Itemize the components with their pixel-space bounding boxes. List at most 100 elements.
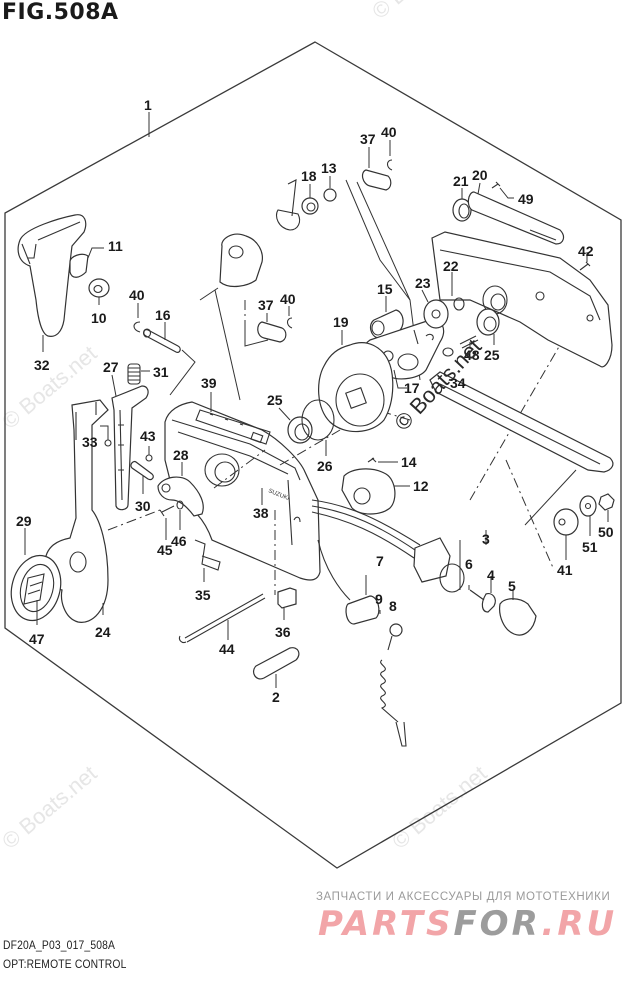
part-screw-45[interactable] — [159, 505, 175, 517]
part-callout-37[interactable]: 37 — [258, 297, 274, 313]
part-link-37[interactable] — [361, 169, 392, 191]
part-callout-30[interactable]: 30 — [135, 498, 151, 514]
part-callout-25[interactable]: 25 — [484, 347, 500, 363]
part-callout-1[interactable]: 1 — [144, 97, 152, 113]
part-callout-11[interactable]: 11 — [108, 238, 123, 254]
part-emblem-47[interactable] — [23, 573, 45, 605]
part-callout-31[interactable]: 31 — [153, 364, 169, 380]
part-washer-13[interactable] — [323, 188, 337, 202]
part-clip-40[interactable] — [286, 317, 293, 329]
part-callout-36[interactable]: 36 — [275, 624, 291, 640]
part-handle-32[interactable] — [17, 214, 87, 337]
part-callout-29[interactable]: 29 — [16, 513, 32, 529]
part-callout-32[interactable]: 32 — [34, 357, 50, 373]
part-callout-20[interactable]: 20 — [472, 167, 488, 183]
part-panel-cover-39[interactable] — [195, 409, 271, 445]
part-callout-49[interactable]: 49 — [518, 191, 534, 207]
part-switch-arm-18[interactable] — [275, 179, 319, 231]
part-callout-50[interactable]: 50 — [598, 524, 614, 540]
part-screw-42[interactable] — [579, 261, 591, 271]
part-ring-26[interactable] — [301, 399, 335, 441]
part-screw-43[interactable] — [145, 454, 153, 462]
part-callout-42[interactable]: 42 — [578, 243, 594, 259]
part-callout-38[interactable]: 38 — [253, 505, 269, 521]
part-screw-14[interactable] — [367, 457, 377, 463]
part-screw-33[interactable] — [104, 439, 112, 447]
part-cam-28[interactable] — [157, 476, 204, 517]
part-pin-16[interactable] — [142, 328, 181, 353]
part-callout-27[interactable]: 27 — [103, 359, 119, 375]
part-screw-49[interactable] — [491, 181, 501, 189]
part-callout-26[interactable]: 26 — [317, 458, 333, 474]
part-callout-22[interactable]: 22 — [443, 258, 459, 274]
part-cap-11[interactable] — [69, 253, 89, 278]
part-callout-6[interactable]: 6 — [465, 556, 473, 572]
part-callout-15[interactable]: 15 — [377, 281, 393, 297]
part-washer-10[interactable] — [88, 278, 110, 298]
part-buzzer-12[interactable] — [341, 468, 396, 515]
part-callout-28[interactable]: 28 — [173, 447, 189, 463]
part-side-plate[interactable] — [431, 231, 613, 368]
part-clip-40[interactable] — [133, 321, 141, 333]
part-grommet-41[interactable] — [553, 508, 579, 536]
part-callout-25[interactable]: 25 — [267, 392, 283, 408]
part-callout-4[interactable]: 4 — [487, 567, 495, 583]
part-callout-41[interactable]: 41 — [557, 562, 573, 578]
part-stop-switch-9[interactable] — [345, 595, 380, 625]
part-main-lever-24[interactable] — [44, 399, 109, 623]
part-link-37[interactable] — [257, 321, 287, 343]
part-callout-9[interactable]: 9 — [375, 591, 383, 607]
part-washer-46[interactable] — [176, 500, 184, 510]
part-clip-36[interactable] — [277, 587, 297, 609]
part-callout-40[interactable]: 40 — [280, 291, 296, 307]
part-callout-51[interactable]: 51 — [582, 539, 598, 555]
part-seal-22[interactable] — [453, 297, 465, 311]
part-bolt-44[interactable] — [178, 593, 266, 644]
part-callout-21[interactable]: 21 — [453, 173, 469, 189]
part-side-rail[interactable] — [429, 371, 614, 473]
part-callout-43[interactable]: 43 — [140, 428, 156, 444]
part-callout-2[interactable]: 2 — [272, 689, 280, 705]
part-clip-40[interactable] — [386, 159, 393, 171]
part-callout-45[interactable]: 45 — [157, 542, 173, 558]
part-callout-23[interactable]: 23 — [415, 275, 431, 291]
part-callout-34[interactable]: 34 — [450, 375, 466, 391]
part-gear-23[interactable] — [423, 299, 449, 329]
part-ring-25[interactable] — [476, 308, 500, 336]
part-callout-3[interactable]: 3 — [482, 531, 490, 547]
part-ignition-switch-6[interactable] — [413, 537, 465, 593]
part-nut-50[interactable] — [598, 493, 615, 511]
part-callout-46[interactable]: 46 — [171, 533, 187, 549]
part-lanyard-8[interactable] — [380, 623, 407, 747]
part-washer-34[interactable] — [442, 347, 454, 357]
part-callout-17[interactable]: 17 — [404, 380, 420, 396]
part-callout-5[interactable]: 5 — [508, 578, 516, 594]
part-callout-12[interactable]: 12 — [413, 478, 429, 494]
part-callout-37[interactable]: 37 — [360, 131, 376, 147]
part-cap-5[interactable] — [499, 598, 537, 636]
part-callout-35[interactable]: 35 — [195, 587, 211, 603]
part-gear-plate-19[interactable] — [318, 342, 394, 433]
part-housing-38[interactable] — [164, 401, 321, 581]
part-lever-plate-27[interactable] — [111, 385, 149, 511]
part-callout-48[interactable]: 48 — [464, 347, 480, 363]
part-bracket-lower[interactable] — [219, 233, 263, 288]
part-callout-24[interactable]: 24 — [95, 624, 111, 640]
part-callout-47[interactable]: 47 — [29, 631, 45, 647]
part-callout-10[interactable]: 10 — [91, 310, 107, 326]
part-link-30[interactable] — [130, 460, 154, 481]
part-cover-20[interactable] — [467, 191, 565, 245]
part-callout-40[interactable]: 40 — [381, 124, 397, 140]
part-callout-14[interactable]: 14 — [401, 454, 417, 470]
part-callout-44[interactable]: 44 — [219, 641, 235, 657]
part-callout-7[interactable]: 7 — [376, 553, 384, 569]
part-bracket-35[interactable] — [194, 539, 221, 571]
part-spring-31[interactable] — [127, 363, 141, 385]
part-ring-25[interactable] — [287, 416, 313, 444]
part-callout-16[interactable]: 16 — [155, 307, 171, 323]
advert-logo[interactable]: PARTSFOR.RU — [318, 904, 617, 944]
part-callout-19[interactable]: 19 — [333, 314, 349, 330]
part-callout-18[interactable]: 18 — [301, 168, 317, 184]
part-key-4[interactable] — [469, 589, 496, 613]
part-washer-51[interactable] — [579, 495, 597, 517]
